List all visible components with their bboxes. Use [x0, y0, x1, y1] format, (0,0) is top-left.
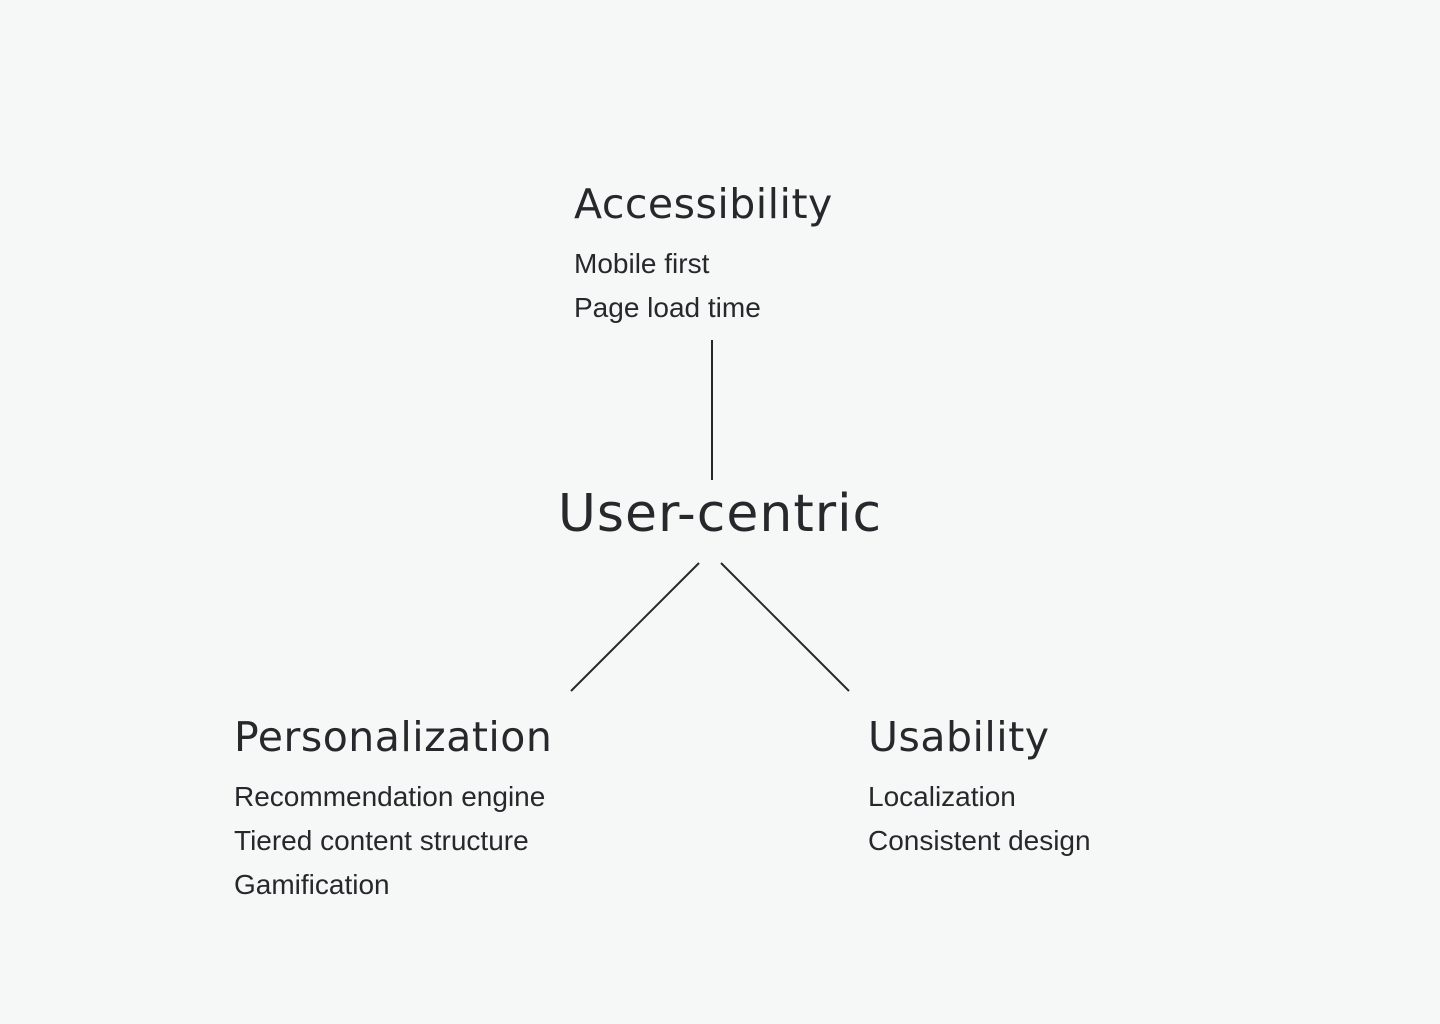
- center-node-label: User-centric: [557, 484, 883, 544]
- branch-heading-personalization: Personalization: [234, 713, 553, 761]
- branch-item: Tiered content structure: [234, 825, 529, 856]
- branch-personalization: Personalization Recommendation engine Ti…: [234, 711, 552, 907]
- branch-usability: Usability Localization Consistent design: [868, 711, 1091, 863]
- branch-heading-usability: Usability: [868, 713, 1050, 761]
- branch-heading-accessibility: Accessibility: [574, 180, 833, 228]
- branch-item: Recommendation engine: [234, 781, 546, 812]
- branch-item: Page load time: [574, 292, 761, 323]
- branch-accessibility: Accessibility Mobile first Page load tim…: [574, 178, 833, 330]
- branch-item: Localization: [868, 781, 1016, 812]
- branch-item: Gamification: [234, 869, 390, 900]
- branch-item: Consistent design: [868, 825, 1091, 856]
- branch-item: Mobile first: [574, 248, 710, 279]
- connector-left: [570, 562, 700, 692]
- connector-right: [720, 562, 850, 692]
